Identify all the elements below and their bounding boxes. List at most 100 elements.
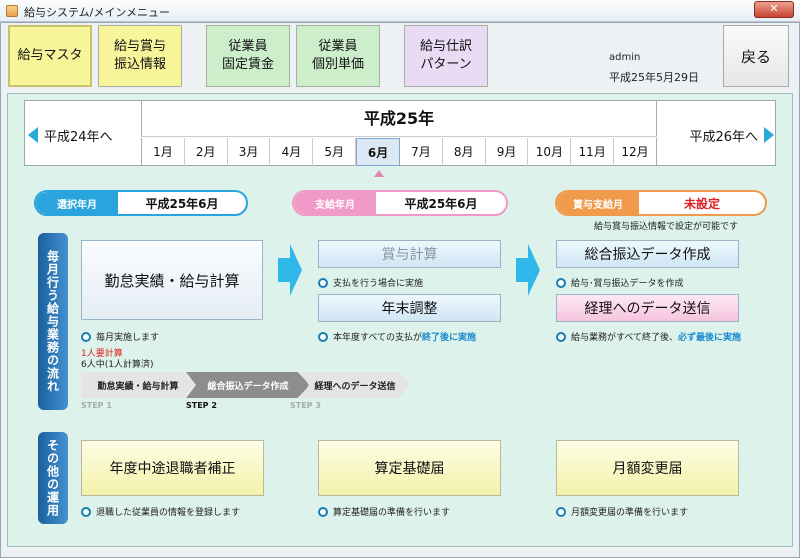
close-icon: ✕ bbox=[769, 2, 779, 15]
monthly-change-note-text: 月額変更届の準備を行います bbox=[571, 508, 689, 518]
basis-note-text: 算定基礎届の準備を行います bbox=[333, 508, 451, 518]
transfer-note: 給与･賞与振込データを作成 bbox=[556, 276, 684, 289]
month-tab[interactable]: 5月 bbox=[313, 138, 357, 166]
circle-icon bbox=[81, 506, 91, 517]
other-operations-label: その他の運用 bbox=[38, 432, 68, 524]
midyear-retiree-button[interactable]: 年度中途退職者補正 bbox=[81, 440, 264, 496]
circle-icon bbox=[318, 506, 328, 517]
year-end-adjustment-button[interactable]: 年末調整 bbox=[318, 294, 501, 322]
current-date: 平成25年5月29日 bbox=[609, 71, 699, 84]
window-title: 給与システム/メインメニュー bbox=[24, 6, 171, 19]
circle-icon bbox=[318, 277, 328, 288]
send-note: 給与業務がすべて終了後、必ず最後に実施 bbox=[556, 330, 741, 343]
month-marker-icon bbox=[374, 170, 384, 177]
unit-price-label-1: 従業員 bbox=[318, 39, 358, 54]
monthly-flow-label: 毎月行う給与業務の流れ bbox=[38, 233, 68, 410]
bonus-transfer-button[interactable]: 給与賞与振込情報 bbox=[98, 25, 182, 87]
step-1: 勤怠実績・給与計算 bbox=[81, 372, 195, 398]
next-year-button[interactable]: 平成26年へ bbox=[662, 118, 774, 152]
bonus-month-pill: 賞与支給月 未設定 bbox=[555, 190, 767, 216]
month-tab[interactable]: 8月 bbox=[443, 138, 486, 166]
send-accounting-button[interactable]: 経理へのデータ送信 bbox=[556, 294, 739, 322]
selected-period-label: 選択年月 bbox=[36, 192, 118, 214]
step-caption: STEP 3 bbox=[290, 401, 321, 410]
app-icon bbox=[6, 5, 18, 17]
payroll-master-label: 給与マスタ bbox=[17, 48, 83, 63]
bonus-transfer-label-2: 振込情報 bbox=[113, 57, 166, 72]
bonus-calc-note-text: 支払を行う場合に実施 bbox=[333, 279, 424, 289]
flow-arrow-icon bbox=[278, 244, 302, 296]
fixed-wage-label-2: 固定賃金 bbox=[221, 57, 274, 72]
month-tab[interactable]: 4月 bbox=[270, 138, 314, 166]
payment-period-value: 平成25年6月 bbox=[404, 196, 478, 211]
chevron-left-icon bbox=[28, 127, 38, 143]
title-bar bbox=[0, 0, 800, 22]
circle-icon bbox=[318, 331, 328, 342]
journal-pattern-button[interactable]: 給与仕訳パターン bbox=[404, 25, 488, 87]
payroll-master-button[interactable]: 給与マスタ bbox=[8, 25, 92, 87]
circle-icon bbox=[81, 331, 91, 342]
monthly-change-report-button[interactable]: 月額変更届 bbox=[556, 440, 739, 496]
month-tab[interactable]: 12月 bbox=[621, 145, 649, 159]
attendance-payroll-button[interactable]: 勤怠実績・給与計算 bbox=[81, 240, 263, 320]
flow-arrow-icon bbox=[516, 244, 540, 296]
bonus-calc-button[interactable]: 賞与計算 bbox=[318, 240, 501, 268]
retire-note: 退職した従業員の情報を登録します bbox=[81, 505, 240, 518]
journal-pattern-label-2: パターン bbox=[420, 57, 472, 72]
unit-price-button[interactable]: 従業員個別単価 bbox=[296, 25, 380, 87]
circle-icon bbox=[556, 277, 566, 288]
journal-pattern-label-1: 給与仕訳 bbox=[419, 39, 472, 54]
payment-period-label: 支給年月 bbox=[294, 192, 376, 214]
calc-basis-report-button[interactable]: 算定基礎届 bbox=[318, 440, 501, 496]
month-tab-selected[interactable]: 6月 bbox=[356, 138, 400, 166]
calc-required-status: 1人要計算 bbox=[81, 349, 123, 359]
payment-period-pill: 支給年月 平成25年6月 bbox=[292, 190, 508, 216]
user-name: admin bbox=[609, 52, 641, 63]
attendance-note-text: 毎月実施します bbox=[96, 333, 160, 343]
month-tab[interactable]: 9月 bbox=[486, 138, 529, 166]
year-end-note-text: 本年度すべての支払が bbox=[333, 333, 423, 343]
year-end-note: 本年度すべての支払が終了後に実施 bbox=[318, 330, 476, 343]
monthly-change-note: 月額変更届の準備を行います bbox=[556, 505, 688, 518]
fixed-wage-button[interactable]: 従業員固定賃金 bbox=[206, 25, 290, 87]
month-tab[interactable]: 11月 bbox=[571, 138, 615, 166]
calc-count-status: 6人中(1人計算済) bbox=[81, 360, 154, 370]
circle-icon bbox=[556, 331, 566, 342]
attendance-note: 毎月実施します bbox=[81, 330, 159, 343]
unit-price-label-2: 個別単価 bbox=[311, 57, 364, 72]
month-tabs: 1月 2月 3月 4月 5月 6月 7月 8月 9月 10月 11月 12月 bbox=[141, 138, 657, 166]
step-2-current: 総合振込データ作成 bbox=[186, 372, 310, 398]
bonus-calc-note: 支払を行う場合に実施 bbox=[318, 276, 423, 289]
month-tab[interactable]: 3月 bbox=[228, 138, 271, 166]
bonus-month-value: 未設定 bbox=[683, 196, 720, 211]
prev-year-button[interactable]: 平成24年へ bbox=[28, 118, 140, 152]
back-button[interactable]: 戻る bbox=[723, 25, 789, 87]
step-3: 経理へのデータ送信 bbox=[300, 372, 410, 398]
year-selector bbox=[24, 100, 776, 166]
fixed-wage-label-1: 従業員 bbox=[228, 39, 268, 54]
next-year-label: 平成26年へ bbox=[689, 129, 758, 145]
bonus-month-label: 賞与支給月 bbox=[557, 192, 639, 214]
month-tab[interactable]: 2月 bbox=[185, 138, 228, 166]
transfer-note-text: 給与･賞与振込データを作成 bbox=[571, 279, 684, 289]
month-tab[interactable]: 7月 bbox=[400, 138, 443, 166]
basis-note: 算定基礎届の準備を行います bbox=[318, 505, 450, 518]
year-end-note-emphasis: 終了後に実施 bbox=[422, 333, 477, 343]
selected-period-pill: 選択年月 平成25年6月 bbox=[34, 190, 248, 216]
send-note-text: 給与業務がすべて終了後、 bbox=[571, 333, 679, 343]
bonus-transfer-label-1: 給与賞与 bbox=[113, 39, 166, 54]
bonus-note: 給与賞与振込情報で設定が可能です bbox=[594, 222, 739, 232]
selected-period-value: 平成25年6月 bbox=[145, 196, 219, 211]
send-note-emphasis: 必ず最後に実施 bbox=[678, 333, 742, 343]
retire-note-text: 退職した従業員の情報を登録します bbox=[96, 508, 241, 518]
chevron-right-icon bbox=[764, 127, 774, 143]
current-year: 平成25年 bbox=[141, 101, 657, 137]
transfer-data-button[interactable]: 総合振込データ作成 bbox=[556, 240, 739, 268]
step-caption-current: STEP 2 bbox=[186, 401, 217, 410]
step-caption: STEP 1 bbox=[81, 401, 112, 410]
month-tab[interactable]: 1月 bbox=[142, 138, 185, 166]
month-tab[interactable]: 10月 bbox=[528, 138, 572, 166]
close-window-button[interactable]: ✕ bbox=[754, 1, 794, 18]
circle-icon bbox=[556, 506, 566, 517]
prev-year-label: 平成24年へ bbox=[44, 129, 113, 145]
